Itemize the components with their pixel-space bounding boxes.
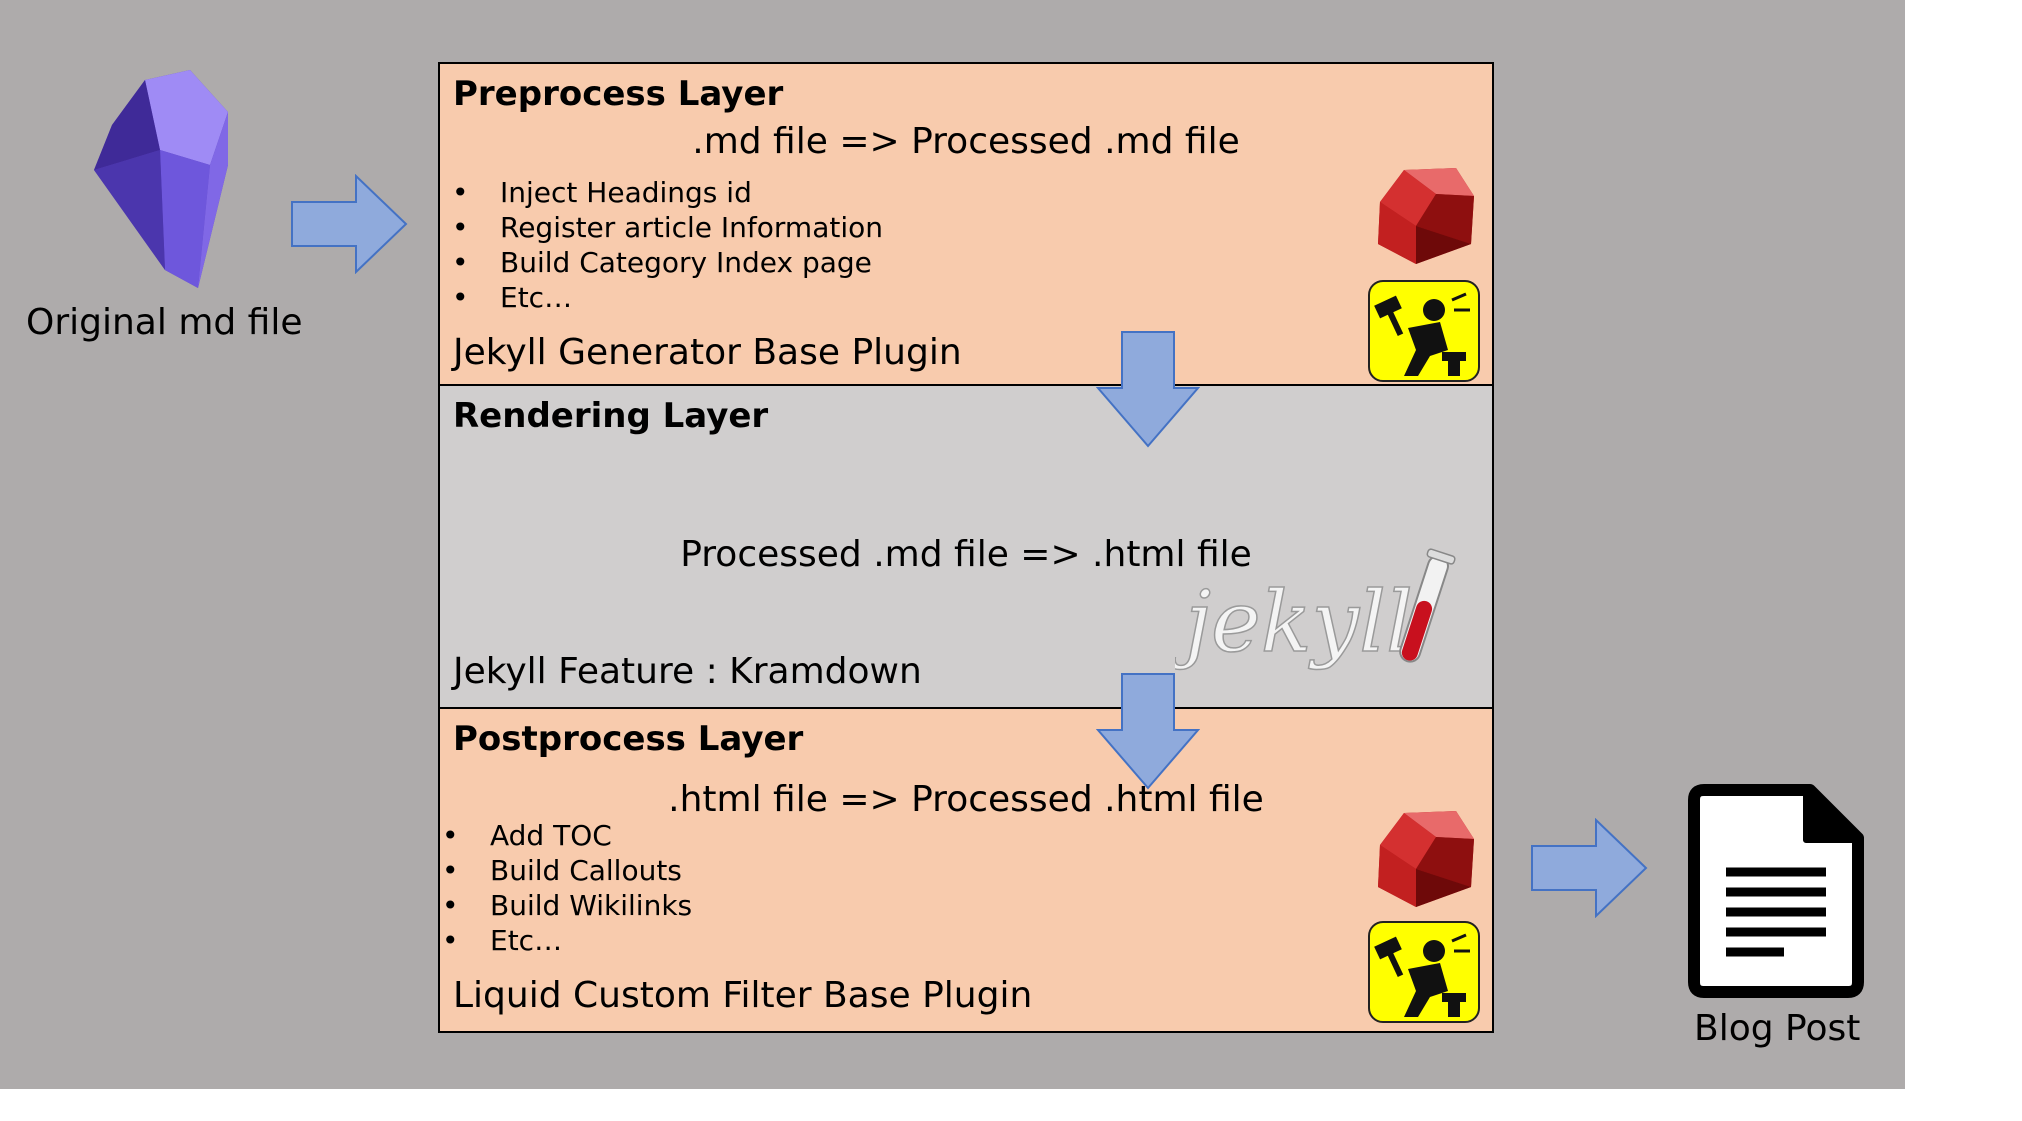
list-item: •Inject Headings id <box>452 176 752 209</box>
layer-title: Rendering Layer <box>453 396 769 436</box>
preprocess-layer: Preprocess Layer .md file => Processed .… <box>438 62 1494 386</box>
layer-base-label: Jekyll Feature : Kramdown <box>453 651 922 692</box>
jekyll-logo-text: jekyll <box>1175 573 1413 671</box>
preprocess-item-list: •Inject Headings id •Register article In… <box>440 175 883 315</box>
jekyll-worker-icon <box>1368 921 1480 1023</box>
layer-title: Preprocess Layer <box>453 74 784 114</box>
list-item: •Register article Information <box>452 211 883 244</box>
right-arrow-icon <box>1531 818 1648 918</box>
document-icon <box>1688 784 1864 998</box>
output-label: Blog Post <box>1694 1008 1861 1049</box>
layer-flow-text: Processed .md file => .html file <box>680 534 1252 575</box>
list-item: •Etc… <box>452 281 573 314</box>
list-item: •Build Wikilinks <box>442 889 693 922</box>
source-label: Original md file <box>26 302 303 343</box>
rendering-layer: Rendering Layer Processed .md file => .h… <box>438 386 1494 709</box>
list-item: •Build Category Index page <box>452 246 872 279</box>
postprocess-item-list: •Add TOC •Build Callouts •Build Wikilink… <box>430 818 692 958</box>
postprocess-layer: Postprocess Layer .html file => Processe… <box>438 709 1494 1033</box>
layer-base-label: Jekyll Generator Base Plugin <box>453 332 962 373</box>
layer-flow-text: .html file => Processed .html file <box>668 779 1264 820</box>
jekyll-logo-icon: jekyll <box>1175 548 1456 672</box>
layer-base-label: Liquid Custom Filter Base Plugin <box>453 975 1033 1016</box>
jekyll-worker-icon <box>1368 280 1480 382</box>
layer-title: Postprocess Layer <box>453 719 804 759</box>
down-arrow-icon <box>1096 331 1200 448</box>
list-item: •Build Callouts <box>442 854 682 887</box>
ruby-gem-icon <box>1378 811 1474 907</box>
list-item: •Etc… <box>442 924 563 957</box>
right-arrow-icon <box>291 174 408 274</box>
obsidian-crystal-icon <box>94 70 228 288</box>
list-item: •Add TOC <box>442 819 612 852</box>
layer-flow-text: .md file => Processed .md file <box>692 121 1240 162</box>
down-arrow-icon <box>1096 673 1200 790</box>
ruby-gem-icon <box>1378 168 1474 264</box>
diagram-canvas: Original md file Preprocess Layer .md fi… <box>0 0 1905 1089</box>
